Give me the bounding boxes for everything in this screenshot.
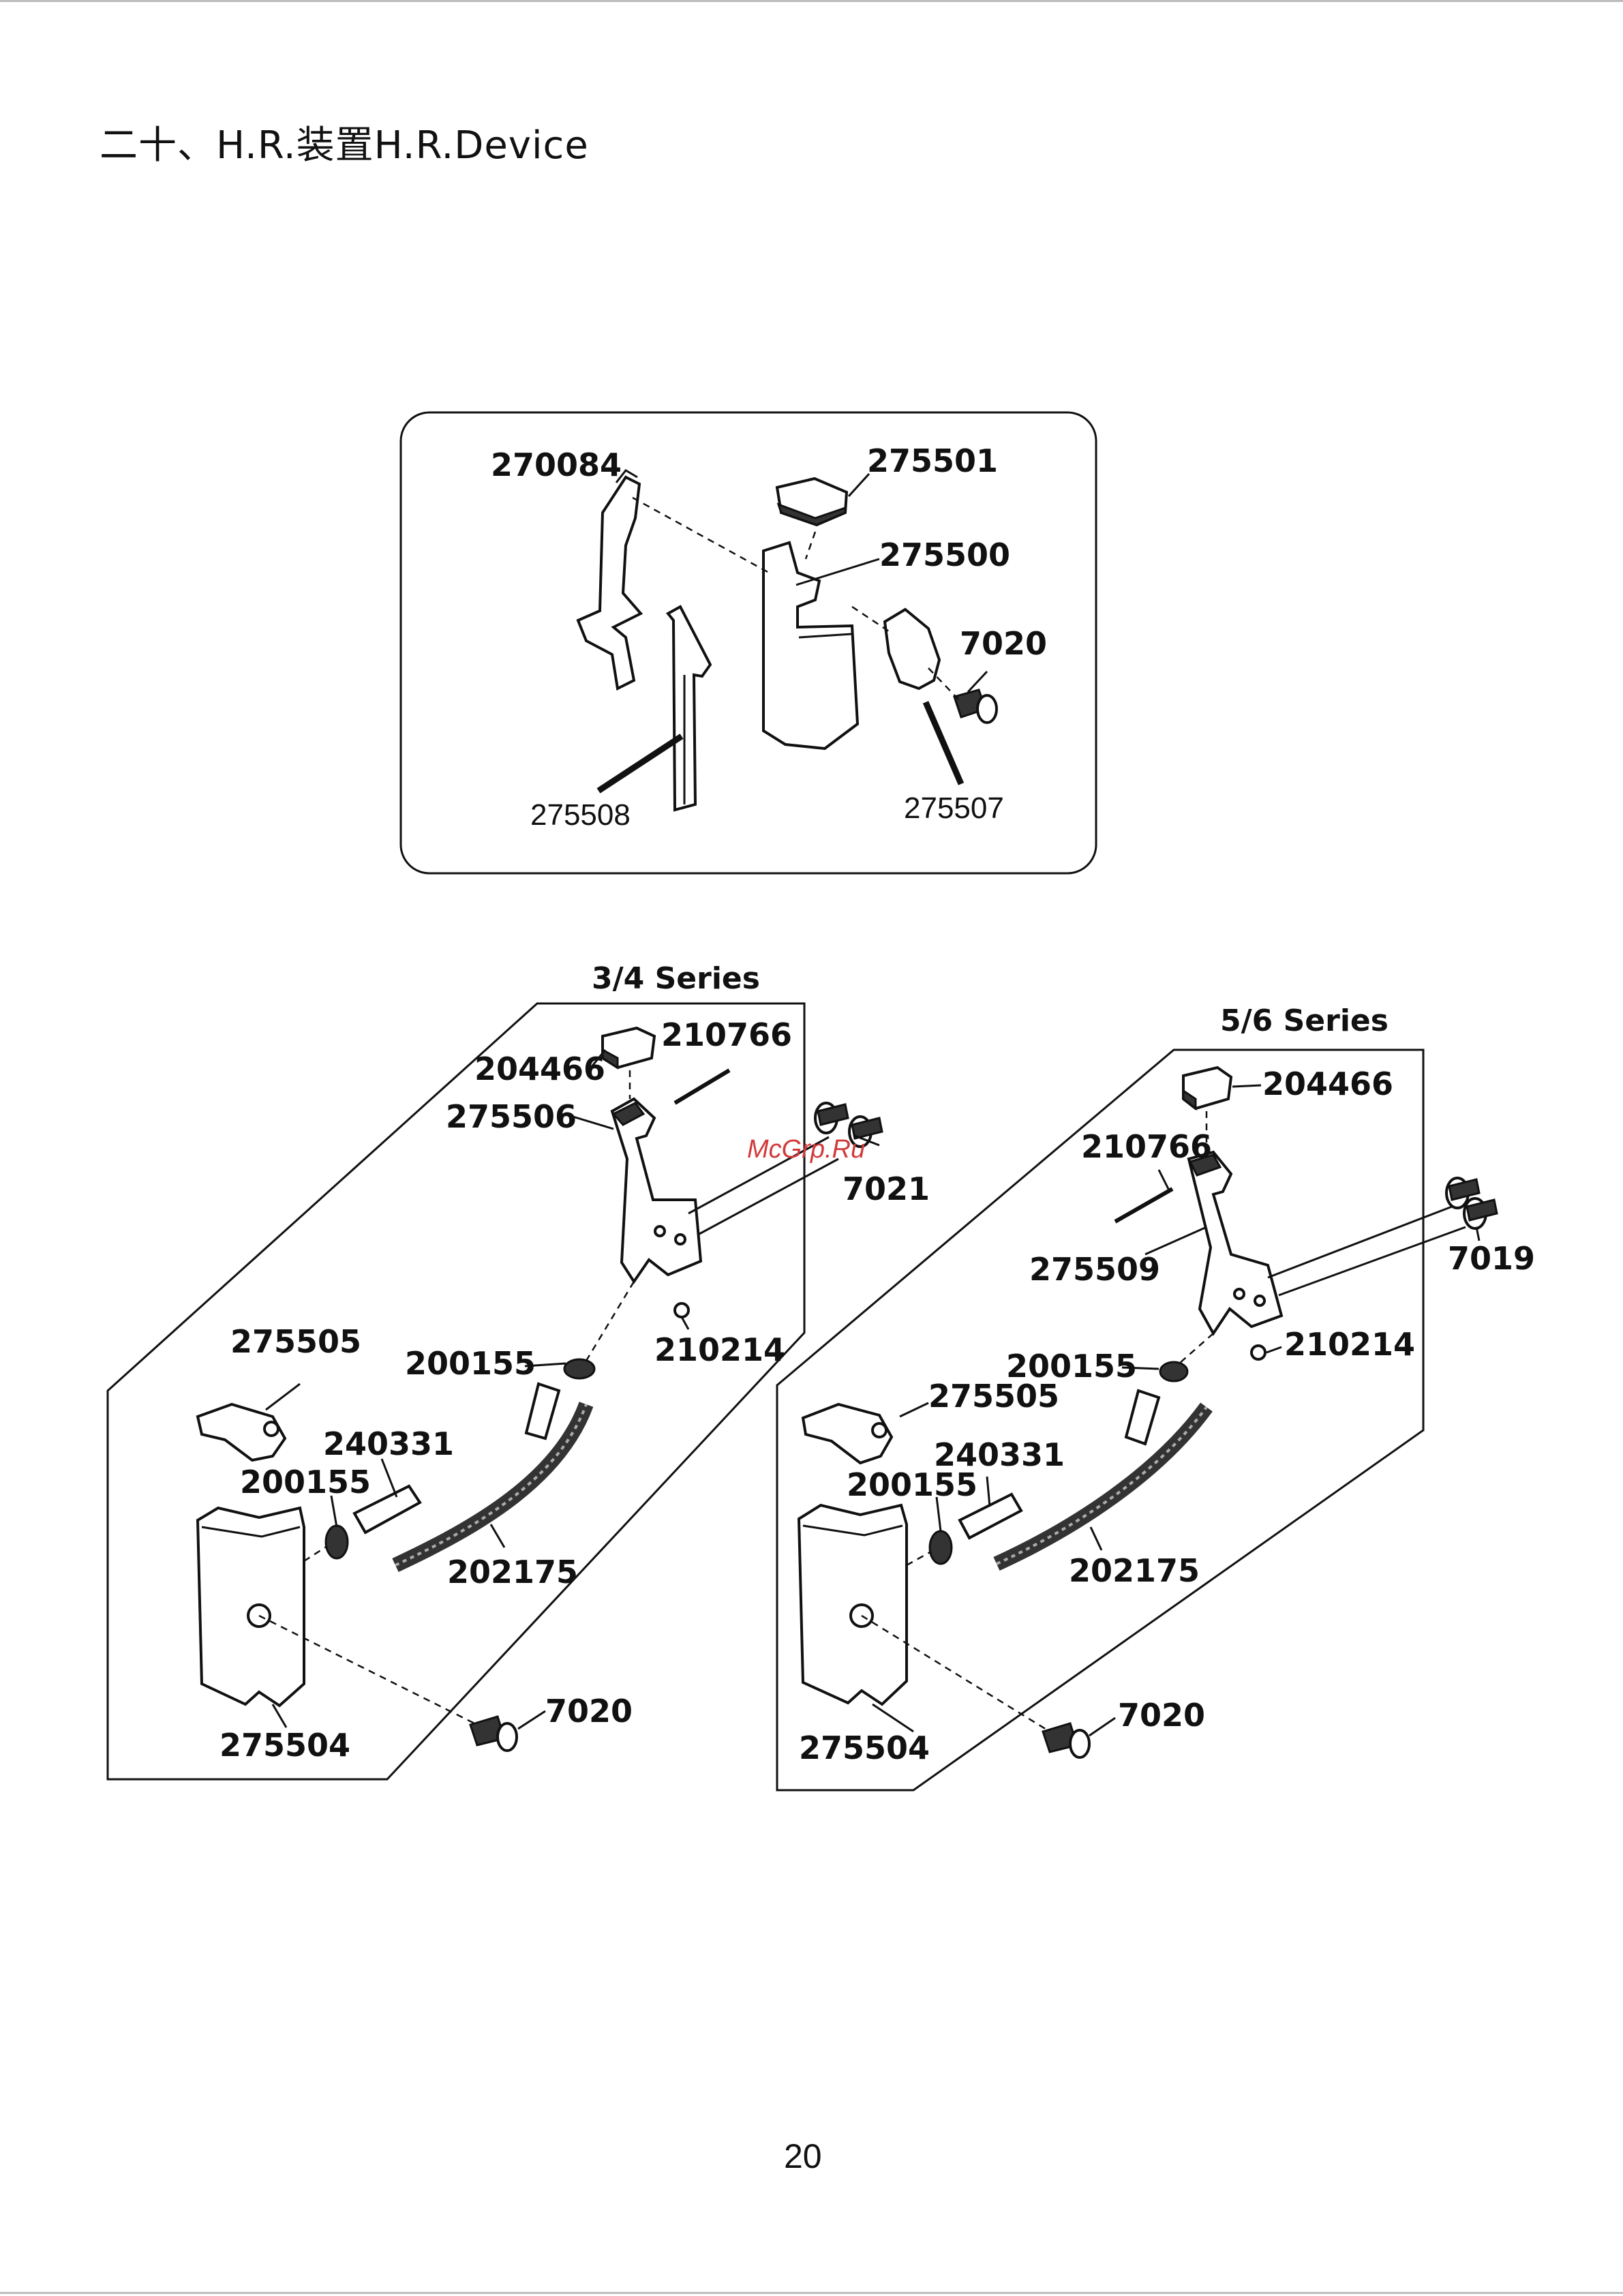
label-200155b-34: 200155 — [240, 1464, 371, 1500]
series-56-title: 5/6 Series — [1220, 1003, 1389, 1038]
label-275506-34: 275506 — [446, 1098, 577, 1135]
part-7020-top — [954, 690, 997, 723]
label-275500: 275500 — [879, 537, 1010, 573]
page-number: 20 — [784, 2136, 822, 2176]
label-275505-34: 275505 — [230, 1323, 361, 1360]
tube-upper-56 — [1126, 1391, 1159, 1444]
label-275504-34: 275504 — [219, 1727, 350, 1764]
label-240331-34: 240331 — [323, 1425, 454, 1462]
part-200155a-34 — [564, 1359, 594, 1378]
part-270084 — [578, 470, 641, 689]
label-7021-34: 7021 — [843, 1170, 930, 1207]
label-7020-56: 7020 — [1118, 1697, 1205, 1734]
series-34-title: 3/4 Series — [592, 961, 760, 996]
part-200155b-56 — [930, 1531, 952, 1564]
tube-upper-34 — [526, 1384, 559, 1438]
part-275505-34 — [198, 1404, 285, 1460]
part-275501 — [777, 479, 847, 525]
top-group: 270084 275501 275500 7020 275508 275507 — [401, 412, 1096, 873]
label-210214-56: 210214 — [1284, 1326, 1415, 1363]
label-275507: 275507 — [904, 791, 1004, 825]
part-275506-34 — [612, 1099, 701, 1282]
label-275501: 275501 — [867, 442, 998, 479]
part-275508 — [668, 607, 710, 810]
part-275507 — [885, 609, 939, 689]
part-210766-56 — [1115, 1189, 1172, 1222]
label-210766-56: 210766 — [1081, 1128, 1212, 1165]
label-7020-top: 7020 — [960, 625, 1047, 662]
label-200155a-34: 200155 — [405, 1345, 536, 1382]
label-202175-56: 202175 — [1069, 1552, 1200, 1589]
part-210214-34 — [675, 1303, 688, 1317]
part-275505-56 — [803, 1404, 892, 1463]
watermark: McGrp.Ru — [747, 1135, 865, 1164]
part-275500 — [763, 543, 858, 749]
label-270084: 270084 — [491, 447, 622, 483]
label-275504-56: 275504 — [799, 1729, 930, 1766]
part-202175-56 — [997, 1407, 1207, 1564]
part-275504-56 — [799, 1505, 907, 1704]
part-275509-56 — [1189, 1152, 1281, 1333]
part-275504-34 — [198, 1508, 304, 1706]
label-275508: 275508 — [530, 798, 631, 832]
part-7020-34 — [470, 1717, 517, 1751]
label-210214-34: 210214 — [654, 1331, 785, 1368]
label-204466-56: 204466 — [1262, 1066, 1393, 1102]
part-200155b-34 — [326, 1526, 348, 1558]
label-204466-34: 204466 — [474, 1051, 605, 1087]
part-210766-34 — [675, 1070, 729, 1103]
part-204466-34 — [603, 1028, 654, 1068]
label-210766-34: 210766 — [661, 1016, 792, 1053]
part-204466-56 — [1183, 1068, 1231, 1108]
part-200155a-56 — [1160, 1362, 1187, 1381]
series-56-group: 5/6 Series — [777, 1003, 1535, 1790]
part-7020-56 — [1043, 1723, 1089, 1757]
label-275509-56: 275509 — [1029, 1251, 1160, 1288]
label-202175-34: 202175 — [447, 1554, 578, 1590]
part-7019-56 — [1446, 1178, 1497, 1228]
label-275505-56: 275505 — [928, 1378, 1059, 1415]
label-7020-34: 7020 — [545, 1693, 633, 1729]
label-7019-56: 7019 — [1448, 1240, 1535, 1277]
part-210214-56 — [1252, 1346, 1265, 1359]
label-200155b-56: 200155 — [847, 1466, 977, 1503]
